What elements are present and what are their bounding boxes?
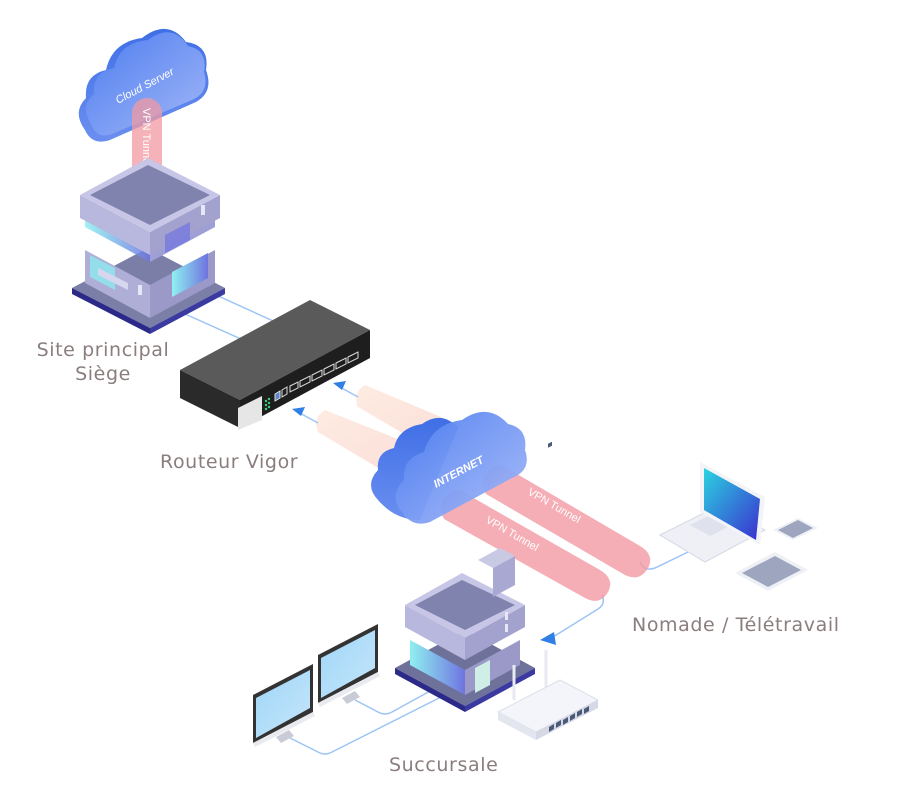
router-label: Routeur Vigor xyxy=(160,451,299,473)
router-ports xyxy=(548,441,552,448)
link-branch-monitors xyxy=(289,689,446,755)
monitor-icon xyxy=(253,664,315,747)
headquarters-label-line2: Siège xyxy=(75,363,131,385)
remote-devices[interactable] xyxy=(658,462,818,591)
vigor-router[interactable] xyxy=(180,300,370,430)
vpn-tunnel-label: VPN Tunnel xyxy=(140,108,152,167)
branch-label: Succursale xyxy=(389,754,499,776)
branch-building[interactable] xyxy=(395,548,535,712)
link-branch-tunnel xyxy=(552,594,605,638)
router-leds xyxy=(264,397,271,411)
branch-monitors[interactable] xyxy=(253,624,380,747)
monitor-icon xyxy=(318,624,380,707)
router-logo-plate xyxy=(238,396,262,430)
headquarters-building[interactable] xyxy=(72,158,225,334)
arrow-icon xyxy=(333,381,346,390)
headquarters-label: Site principal Siège xyxy=(28,338,178,386)
arrow-icon xyxy=(540,632,556,645)
router-ports xyxy=(274,351,359,402)
cloud-icon xyxy=(395,411,527,524)
branch-wifi-router[interactable] xyxy=(496,441,600,740)
internet-cloud-node[interactable]: INTERNET xyxy=(371,411,527,524)
cloud-server-node[interactable]: Cloud Server xyxy=(78,28,209,142)
arrow-icon xyxy=(292,407,305,416)
remote-label: Nomade / Télétravail xyxy=(632,614,840,636)
headquarters-label-line1: Site principal xyxy=(36,339,170,361)
